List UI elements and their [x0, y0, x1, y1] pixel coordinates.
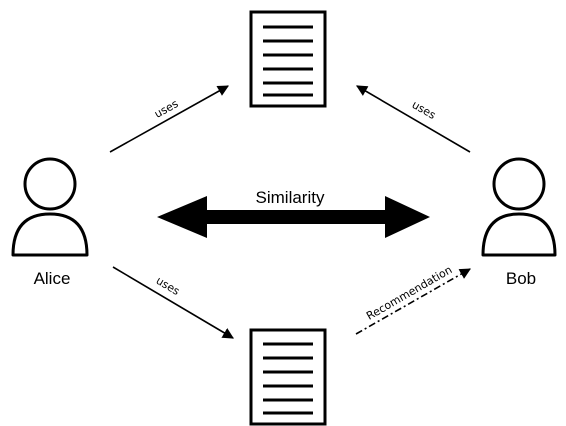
recommendation-label: Recommendation	[364, 263, 454, 323]
bob-label: Bob	[506, 269, 536, 288]
alice-to-bottom-document-arrow	[112, 266, 234, 339]
alice-uses-bottom-label: uses	[154, 274, 183, 298]
similarity-double-arrow	[157, 196, 430, 238]
top-document-icon	[249, 10, 327, 108]
alice-to-top-document-arrow	[109, 85, 229, 153]
recommendation-arrow	[355, 268, 471, 335]
alice-uses-top-label: uses	[152, 97, 181, 121]
alice-person-icon	[11, 157, 89, 257]
alice-label: Alice	[34, 269, 71, 288]
bob-to-top-document-arrow	[356, 85, 471, 153]
similarity-label: Similarity	[256, 188, 325, 207]
bottom-document-icon	[249, 328, 327, 426]
bob-person-icon	[481, 157, 557, 257]
